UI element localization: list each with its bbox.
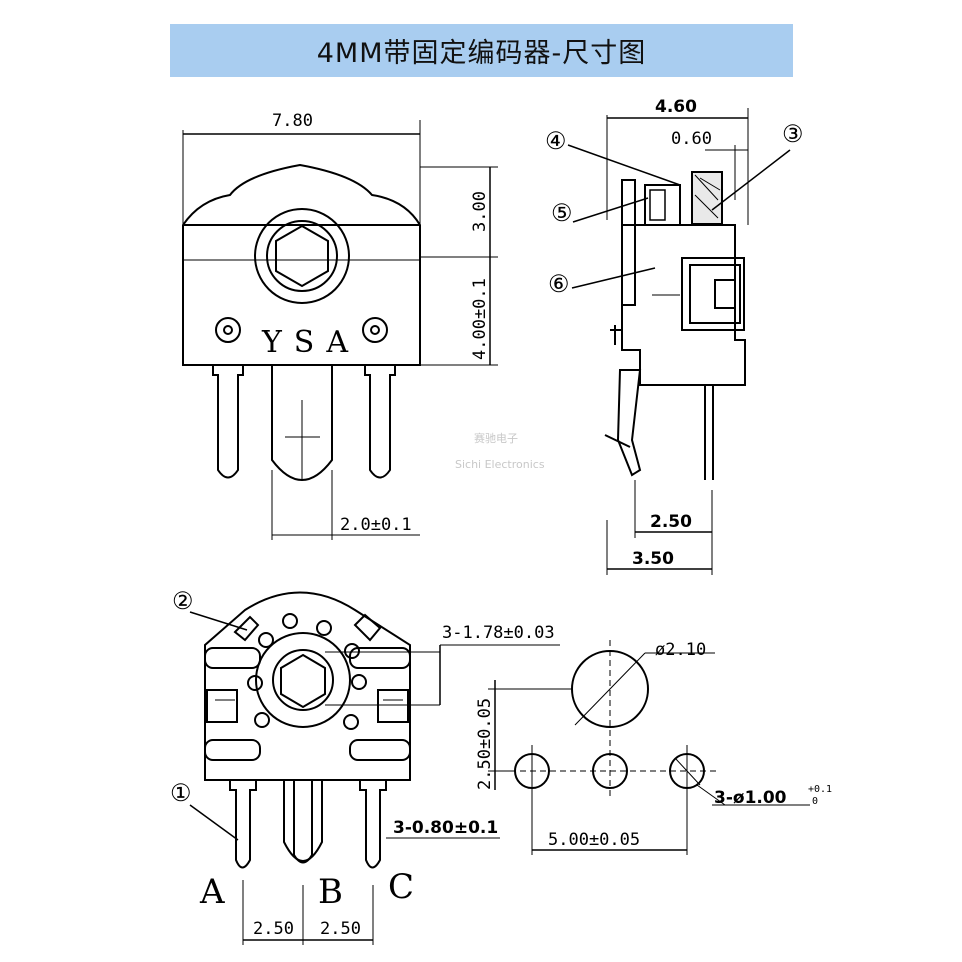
callout-2: ② <box>172 587 194 615</box>
pitch-right-dim: 2.50 <box>320 919 361 939</box>
pcb-vertical-dim: 2.50±0.05 <box>475 698 495 790</box>
pcb-layout: ø2.10 2.50±0.05 3-ø1.00 +0.1 0 5.00±0.05 <box>475 640 832 855</box>
callout-6: ⑥ <box>548 270 570 298</box>
side-bottom-dim: 3.50 <box>632 549 674 569</box>
side-width-dim: 4.60 <box>655 97 697 117</box>
tolerance-plus: +0.1 <box>808 784 832 795</box>
page-title: 4MM带固定编码器-尺寸图 <box>316 38 647 69</box>
bottom-body-outline <box>204 591 411 781</box>
watermark-en: Sichi Electronics <box>455 458 545 471</box>
big-hole-dim: ø2.10 <box>655 640 706 660</box>
bottom-hex-icon <box>280 653 326 709</box>
front-body-outline <box>182 163 421 366</box>
front-view: 7.80 YSA 2.0±0.1 3.00 4.00±0.1 <box>182 111 498 540</box>
small-holes-dim: 3-ø1.00 <box>714 788 787 808</box>
front-height-top-dim: 3.00 <box>470 191 490 232</box>
side-body-outline <box>621 224 746 386</box>
callout-4: ④ <box>545 127 567 155</box>
pin-label-a: A <box>199 872 225 912</box>
brand-label: YSA <box>261 325 360 360</box>
hex-dim: 3-1.78±0.03 <box>442 623 555 643</box>
pin-label-c: C <box>388 867 414 907</box>
callout-5: ⑤ <box>551 199 573 227</box>
callout-1: ① <box>170 779 192 807</box>
pin-label-b: B <box>318 872 343 912</box>
callout-3: ③ <box>782 120 804 148</box>
watermark-cn: 赛驰电子 <box>474 431 518 445</box>
title-banner: 4MM带固定编码器-尺寸图 <box>170 24 793 77</box>
pitch-left-dim: 2.50 <box>253 919 294 939</box>
pcb-pitch-dim: 5.00±0.05 <box>548 830 640 850</box>
side-sub-dim: 0.60 <box>671 129 712 149</box>
front-height-mid-dim: 4.00±0.1 <box>470 278 490 360</box>
side-pin-dim: 2.50 <box>650 512 692 532</box>
shaft-outer-circle <box>254 208 350 304</box>
tolerance-minus: 0 <box>812 796 818 807</box>
front-width-dim: 7.80 <box>272 111 313 131</box>
pin-width-dim: 3-0.80±0.1 <box>393 818 498 838</box>
front-pin-dim: 2.0±0.1 <box>340 515 412 535</box>
side-view: 4.60 0.60 2.50 3.50 ④ ③ <box>545 97 804 575</box>
hex-shaft-icon <box>275 224 329 288</box>
bottom-view: ② ① 3-1.78±0.03 3-0.80±0.1 A B C 2.50 2.… <box>170 587 560 945</box>
